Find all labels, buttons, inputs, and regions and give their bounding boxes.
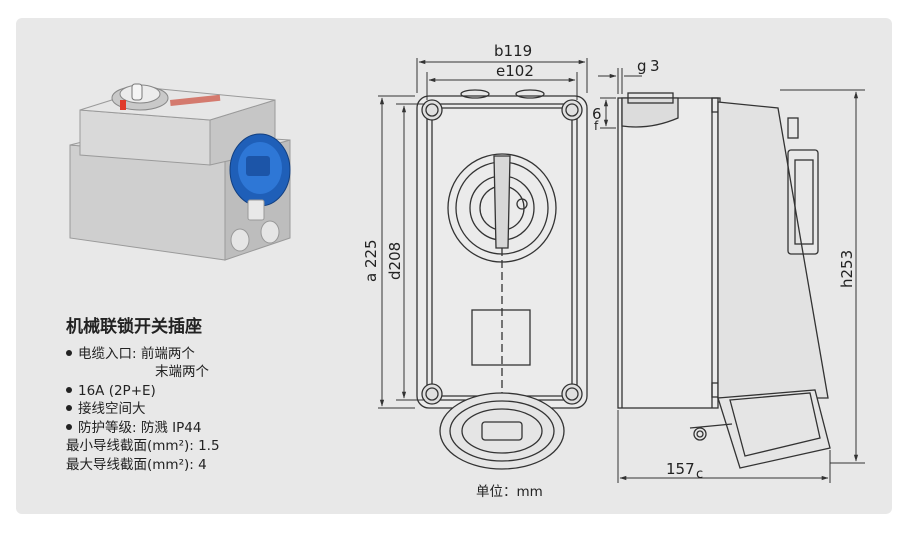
dim-g-label: g bbox=[637, 57, 647, 75]
product-title: 机械联锁开关插座 bbox=[66, 317, 202, 337]
dim-f-label: f bbox=[594, 119, 599, 133]
max-section: 最大导线截面(mm²): 4 bbox=[66, 456, 207, 473]
feature-item: 防护等级: 防溅 IP44 bbox=[66, 419, 220, 438]
bullet-icon bbox=[66, 405, 72, 411]
dim-six-label: 6 bbox=[592, 105, 602, 123]
product-info: 机械联锁开关插座 电缆入口: 前端两个 末端两个 16A (2P+E) 接线空间… bbox=[66, 318, 220, 474]
unit-label: 单位：mm bbox=[476, 484, 543, 500]
feature-item: 接线空间大 bbox=[66, 400, 220, 419]
dim-e-label: e102 bbox=[496, 62, 534, 80]
dim-g-value: 3 bbox=[650, 57, 660, 75]
dim-d-label: d208 bbox=[386, 242, 404, 280]
front-view bbox=[416, 89, 588, 470]
dim-c-value: 157 bbox=[666, 460, 695, 478]
dim-b-label: b119 bbox=[494, 42, 532, 60]
dim-h-label: h253 bbox=[838, 250, 856, 288]
dim-c-label: c bbox=[696, 467, 703, 482]
bullet-icon bbox=[66, 386, 72, 393]
product-photo bbox=[69, 83, 291, 261]
min-section: 最小导线截面(mm²): 1.5 bbox=[66, 438, 220, 454]
bullet-icon bbox=[66, 423, 72, 430]
feature-item: 16A (2P+E) bbox=[66, 382, 220, 401]
technical-drawing: b119 e102 g 3 6 f a 225 d208 h253 157 c bbox=[362, 42, 865, 483]
feature-item: 末端两个 bbox=[155, 364, 209, 380]
bullet-icon bbox=[66, 349, 72, 356]
dim-a-label: a 225 bbox=[362, 239, 380, 282]
side-view bbox=[617, 92, 831, 469]
feature-item: 电缆入口: 前端两个 bbox=[66, 345, 220, 364]
